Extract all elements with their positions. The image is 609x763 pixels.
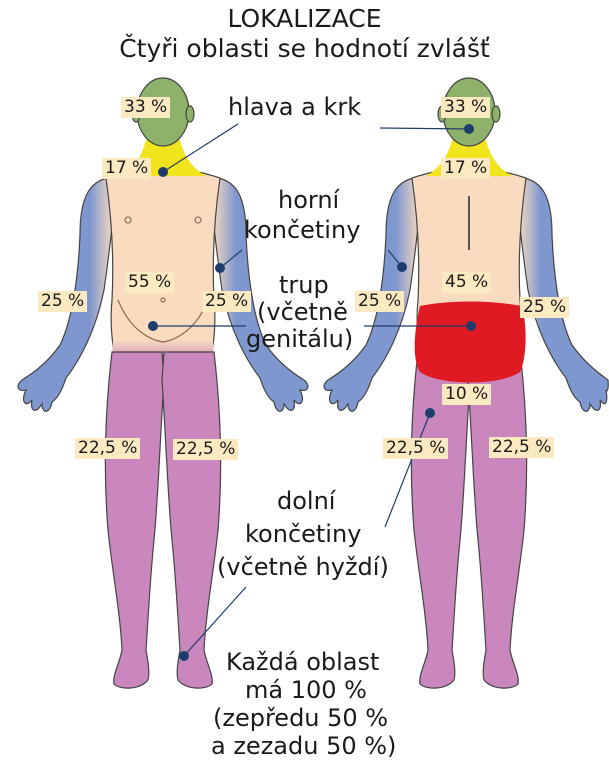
label-upper-limbs-2: končetiny	[244, 216, 360, 245]
front-arm-left-pct: 25 %	[38, 291, 87, 312]
front-leg-left	[105, 352, 164, 688]
back-trunk-pct: 45 %	[442, 272, 491, 293]
back-arm-right-pct: 25 %	[520, 297, 569, 318]
front-leg-right-pct: 22,5 %	[173, 439, 238, 460]
note-line-4: a zezadu 50 %)	[211, 732, 396, 761]
diagram-title: LOKALIZACE	[0, 4, 609, 34]
front-leg-left-pct: 22,5 %	[75, 438, 140, 459]
back-leg-right-pct: 22,5 %	[489, 437, 554, 458]
label-lower-limbs-2: končetiny	[245, 520, 361, 549]
front-trunk	[106, 168, 220, 352]
back-buttocks	[415, 302, 526, 383]
front-head-pct: 33 %	[121, 97, 170, 118]
label-trunk-3: genitálu)	[246, 325, 353, 354]
label-trunk-1: trup	[279, 271, 329, 300]
label-trunk-2: (včetně	[257, 298, 348, 327]
label-head-neck: hlava a krk	[228, 93, 361, 122]
note-line-1: Každá oblast	[226, 648, 379, 677]
label-upper-limbs-1: horní	[278, 186, 339, 215]
back-leg-left-pct: 22,5 %	[383, 438, 448, 459]
label-lower-limbs-3: (včetně hyždí)	[217, 553, 389, 582]
label-lower-limbs-1: dolní	[277, 487, 335, 516]
front-arm-right-pct: 25 %	[202, 291, 251, 312]
front-leg-right	[162, 352, 221, 688]
back-neck-pct: 17 %	[441, 158, 490, 179]
diagram-subtitle: Čtyři oblasti se hodnotí zvlášť	[0, 34, 609, 64]
back-arm-left-pct: 25 %	[355, 291, 404, 312]
back-buttocks-pct: 10 %	[442, 384, 491, 405]
note-line-2: má 100 %	[245, 676, 367, 705]
front-neck-pct: 17 %	[102, 158, 151, 179]
note-line-3: (zepředu 50 %	[213, 704, 388, 733]
front-trunk-pct: 55 %	[125, 272, 174, 293]
back-arm-right	[518, 178, 608, 411]
back-head-pct: 33 %	[441, 97, 490, 118]
